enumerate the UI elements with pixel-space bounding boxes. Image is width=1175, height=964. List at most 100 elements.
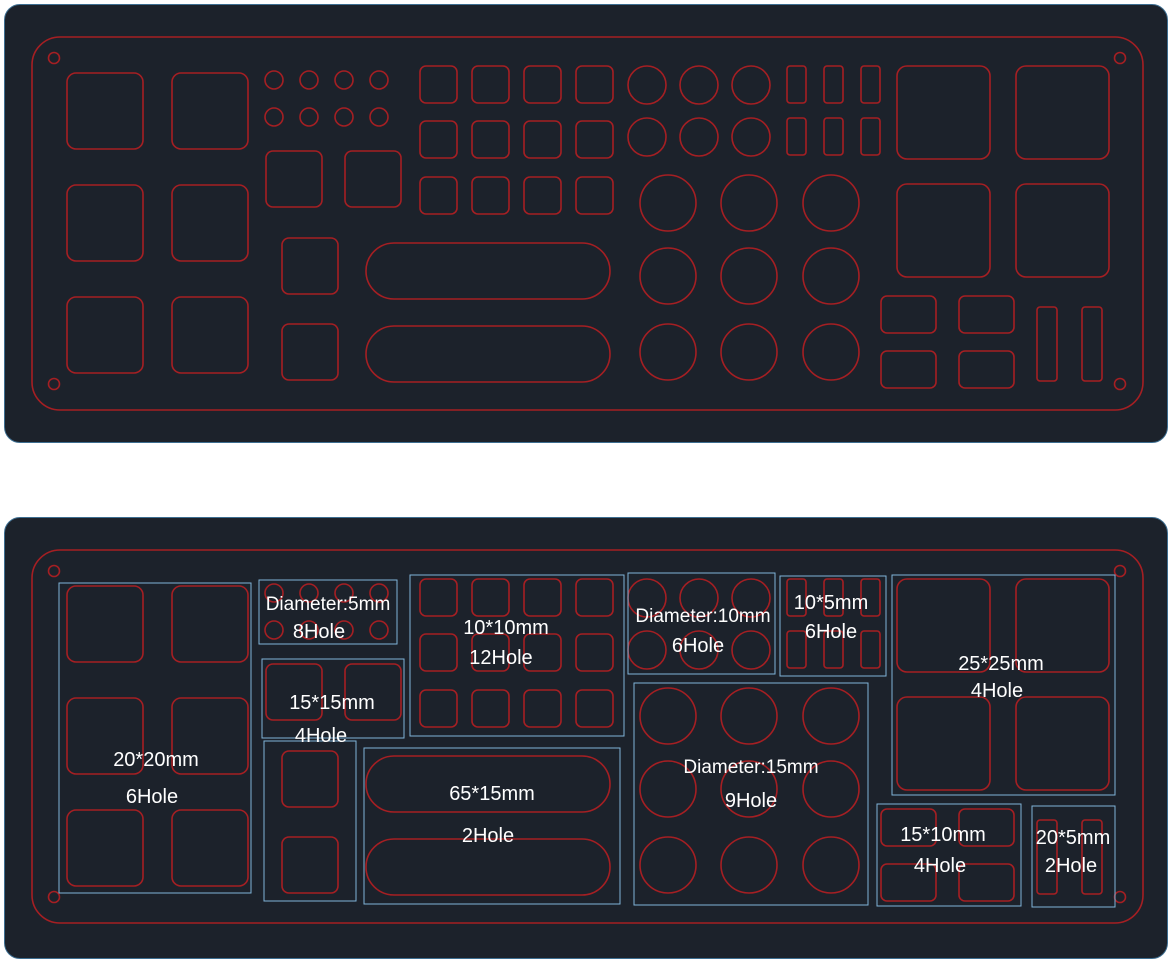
label-15x15-size: 15*15mm: [289, 692, 375, 714]
square-hole-15mm: [265, 150, 323, 208]
round-hole-5mm: [264, 583, 284, 603]
mounting-hole: [1113, 564, 1127, 578]
round-hole-5mm: [369, 70, 389, 90]
round-hole-10mm: [679, 578, 719, 618]
square-hole-20mm: [66, 296, 144, 374]
square-hole-25mm: [1015, 578, 1110, 673]
round-hole-10mm: [679, 65, 719, 105]
slot-hole-10x5mm: [786, 578, 807, 617]
zone-labels: 20*20mm 6Hole Diameter:5mm 8Hole 15*15mm…: [113, 592, 1110, 877]
round-hole-15mm: [802, 687, 860, 745]
round-hole-5mm: [334, 620, 354, 640]
round-hole-10mm: [731, 117, 771, 157]
slot-hole-10x5mm: [823, 117, 844, 156]
round-hole-5mm: [334, 583, 354, 603]
round-hole-15mm: [720, 760, 778, 818]
square-hole-25mm: [1015, 183, 1110, 278]
round-hole-15mm: [720, 687, 778, 745]
zone-65x15-outline: [363, 747, 621, 905]
slot-hole-10x5mm: [786, 630, 807, 669]
round-hole-15mm: [639, 760, 697, 818]
label-d10-count: 6Hole: [672, 635, 724, 657]
round-hole-5mm: [264, 620, 284, 640]
round-hole-5mm: [334, 107, 354, 127]
rect-hole-15x10mm: [880, 863, 937, 902]
square-hole-25mm: [896, 183, 991, 278]
square-hole-15mm: [344, 663, 402, 721]
round-hole-10mm: [679, 117, 719, 157]
square-hole-15mm: [281, 750, 339, 808]
label-25x25-size: 25*25mm: [958, 653, 1044, 675]
label-10x5-size: 10*5mm: [794, 592, 868, 614]
round-hole-5mm: [334, 70, 354, 90]
slot-hole-20x5mm: [1081, 306, 1103, 382]
round-hole-15mm: [720, 174, 778, 232]
square-hole-20mm: [66, 809, 144, 887]
square-hole-25mm: [896, 578, 991, 673]
label-20x5-size: 20*5mm: [1036, 827, 1110, 849]
square-hole-10mm: [471, 633, 510, 672]
square-hole-10mm: [471, 120, 510, 159]
zone-25x25-outline: [891, 574, 1116, 796]
square-hole-10mm: [575, 578, 614, 617]
label-65x15-size: 65*15mm: [449, 783, 535, 805]
square-hole-20mm: [66, 72, 144, 150]
square-hole-10mm: [523, 578, 562, 617]
square-hole-25mm: [896, 65, 991, 160]
slot-hole-10x5mm: [860, 578, 881, 617]
square-hole-20mm: [171, 809, 249, 887]
slot-hole-10x5mm: [786, 117, 807, 156]
round-hole-5mm: [264, 70, 284, 90]
round-hole-10mm: [627, 65, 667, 105]
square-hole-20mm: [171, 697, 249, 775]
square-hole-10mm: [523, 120, 562, 159]
square-hole-20mm: [66, 184, 144, 262]
mounting-hole: [1113, 890, 1127, 904]
round-hole-5mm: [264, 107, 284, 127]
square-hole-25mm: [1015, 696, 1110, 791]
square-hole-10mm: [419, 120, 458, 159]
mounting-hole: [1113, 51, 1127, 65]
round-hole-15mm: [720, 323, 778, 381]
round-hole-5mm: [299, 583, 319, 603]
round-hole-15mm: [639, 323, 697, 381]
slot-hole-65x15mm: [365, 325, 611, 383]
mounting-hole: [47, 51, 61, 65]
round-hole-10mm: [731, 65, 771, 105]
zone-d15-outline: [633, 682, 869, 906]
square-hole-25mm: [1015, 65, 1110, 160]
round-hole-15mm: [720, 836, 778, 894]
slot-hole-20x5mm: [1036, 819, 1058, 895]
zone-20x5-outline: [1031, 805, 1116, 908]
round-hole-5mm: [299, 107, 319, 127]
label-d5-size: Diameter:5mm: [266, 594, 391, 615]
zone-10x5-outline: [779, 575, 887, 677]
square-hole-10mm: [575, 689, 614, 728]
rect-hole-15x10mm: [880, 295, 937, 334]
square-hole-10mm: [471, 176, 510, 215]
slot-hole-65x15mm: [365, 838, 611, 896]
label-20x5-count: 2Hole: [1045, 855, 1097, 877]
slot-hole-65x15mm: [365, 755, 611, 813]
mounting-hole: [1113, 377, 1127, 391]
square-hole-10mm: [419, 578, 458, 617]
label-65x15-count: 2Hole: [462, 825, 514, 847]
round-hole-5mm: [369, 620, 389, 640]
square-hole-10mm: [419, 689, 458, 728]
square-hole-10mm: [575, 633, 614, 672]
square-hole-10mm: [523, 633, 562, 672]
round-hole-5mm: [299, 70, 319, 90]
square-hole-20mm: [171, 72, 249, 150]
slot-hole-10x5mm: [860, 630, 881, 669]
label-15x15-count: 4Hole: [295, 725, 347, 747]
square-hole-15mm: [344, 150, 402, 208]
top-panel-cutouts: [31, 36, 1144, 411]
slot-hole-10x5mm: [823, 65, 844, 104]
square-hole-20mm: [171, 184, 249, 262]
square-hole-10mm: [523, 689, 562, 728]
zone-20x20-outline: [58, 582, 252, 894]
round-hole-10mm: [627, 630, 667, 670]
zone-d10-outline: [627, 572, 776, 675]
round-hole-15mm: [802, 247, 860, 305]
